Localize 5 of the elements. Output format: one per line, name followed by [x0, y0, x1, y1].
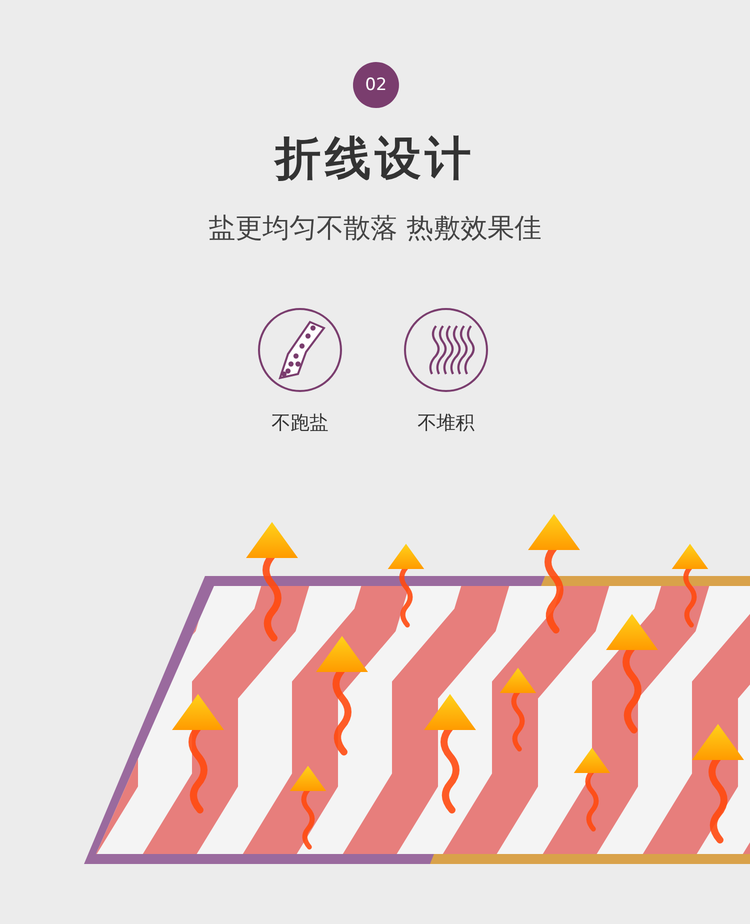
feature-label: 不跑盐 — [270, 411, 330, 436]
step-number-badge: 02 — [353, 62, 399, 108]
subtitle: 盐更均匀不散落 热敷效果佳 — [208, 212, 542, 246]
feature-label: 不堆积 — [416, 411, 476, 436]
title: 折线设计 — [273, 130, 476, 187]
